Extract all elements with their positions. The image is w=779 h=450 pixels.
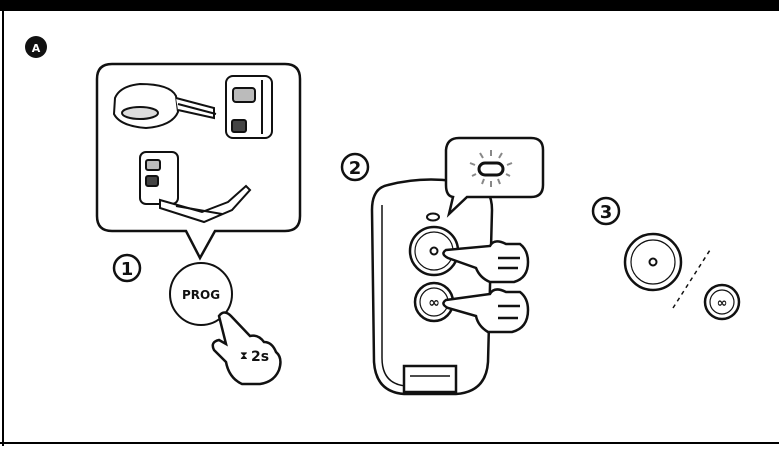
remote-led [426,212,440,222]
gate-motor-illustration [225,75,273,139]
circle-symbol-icon-large [648,257,658,267]
step-1: 1 PROG ⧗ 2s [95,62,302,386]
infinity-symbol-icon-small: ∞ [717,296,728,311]
infinity-symbol-icon: ∞ [428,295,440,311]
step-3: 3 ∞ [591,196,741,321]
panel-label: A [32,42,41,55]
separator-dashed-line [672,249,711,309]
pressing-hand-icon [211,311,282,386]
button-infinity-small-ring [709,289,735,315]
hand-pointing-icon-bottom [442,288,530,334]
step-2: 2 [340,136,545,396]
top-border [0,0,779,11]
step-2-number: 2 [349,158,362,179]
button-circle-large-ring [630,239,676,285]
hold-duration: 2s [251,349,269,365]
panel-badge: A [25,36,47,58]
step-3-number: 3 [600,202,613,223]
hourglass-icon: ⧗ [240,349,248,362]
step-1-number-circle [112,253,142,283]
step-3-number-circle [591,196,621,226]
step-1-number: 1 [121,259,134,280]
circle-symbol-icon [429,246,439,256]
step-2-number-circle [340,152,370,182]
prog-button-label: PROG [182,288,220,302]
prog-button[interactable] [169,262,233,326]
blinking-led-icon [469,150,513,187]
swing-arm-illustration [139,151,252,224]
garage-opener-illustration [112,82,217,130]
hand-pointing-icon-top [442,240,530,284]
